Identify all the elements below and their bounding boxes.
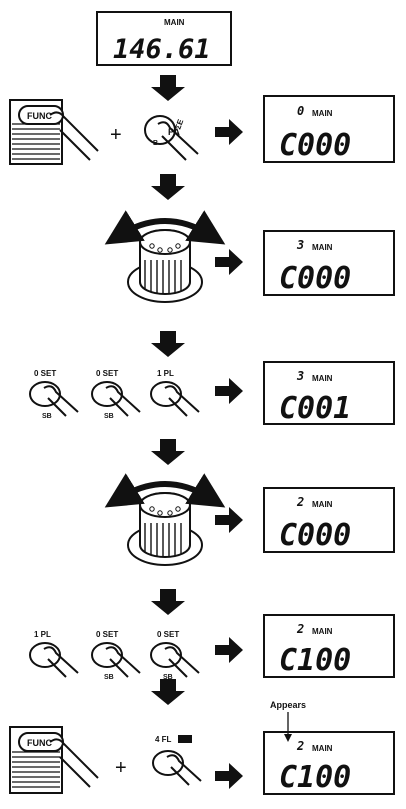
svg-text:C100: C100 — [279, 760, 351, 795]
func-key-label: FUNC — [27, 738, 52, 748]
4fl-key: 4 FL — [152, 735, 202, 786]
svg-text:0 SET: 0 SET — [96, 369, 118, 378]
display-value: 146.61 — [113, 34, 211, 65]
right-arrow — [215, 507, 243, 533]
func-key-label: FUNC — [27, 111, 52, 121]
svg-text:2: 2 — [296, 739, 304, 753]
svg-text:MAIN: MAIN — [312, 500, 333, 509]
svg-text:2: 2 — [296, 622, 304, 636]
func-key-panel: FUNC — [9, 99, 99, 165]
svg-text:0 SET: 0 SET — [157, 630, 179, 639]
down-arrow — [151, 174, 185, 200]
svg-text:MAIN: MAIN — [312, 243, 333, 252]
plus-sign: + — [115, 757, 127, 779]
pa-key-sub: B — [153, 140, 158, 147]
main-label: MAIN — [164, 18, 185, 27]
lcd-display-4: 2 MAIN C000 — [263, 487, 395, 553]
down-arrow — [151, 331, 185, 357]
appears-label: Appears — [270, 700, 306, 710]
right-arrow — [215, 378, 243, 404]
svg-text:MAIN: MAIN — [312, 374, 333, 383]
svg-text:MAIN: MAIN — [312, 744, 333, 753]
svg-text:0 SET: 0 SET — [34, 369, 56, 378]
svg-text:C000: C000 — [279, 518, 351, 553]
right-arrow — [215, 249, 243, 275]
svg-text:SB: SB — [104, 674, 114, 681]
pa-key-top: ΣΕ — [173, 117, 185, 130]
lcd-display-1: 0 MAIN C000 — [263, 95, 395, 163]
svg-text:SB: SB — [104, 413, 114, 420]
svg-text:C100: C100 — [279, 643, 351, 678]
down-arrow — [151, 589, 185, 615]
svg-text:1 PL: 1 PL — [34, 630, 51, 639]
svg-text:1 PL: 1 PL — [157, 369, 174, 378]
svg-text:C000: C000 — [279, 261, 351, 296]
svg-text:0: 0 — [297, 104, 304, 118]
svg-text:SB: SB — [163, 674, 173, 681]
top-display: MAIN 146.61 — [96, 11, 232, 66]
svg-text:2: 2 — [296, 495, 304, 509]
appears-annotation: Appears — [270, 700, 306, 742]
tuning-knob — [104, 210, 226, 303]
svg-text:C001: C001 — [279, 391, 351, 426]
key-row-step5: 1 PL 0 SET SB 0 SET SB — [29, 630, 200, 681]
lcd-display-2: 3 MAIN C000 — [263, 230, 395, 296]
pa-key: PA ΣΕ B — [144, 115, 199, 161]
right-arrow — [215, 119, 243, 145]
down-arrow — [151, 679, 185, 705]
right-arrow — [215, 763, 243, 789]
plus-sign: + — [110, 124, 122, 146]
svg-text:0 SET: 0 SET — [96, 630, 118, 639]
tuning-knob — [104, 473, 226, 566]
key-row-step3: 0 SET SB 0 SET SB 1 PL — [29, 369, 200, 420]
svg-text:3: 3 — [296, 238, 304, 252]
lcd-display-3: 3 MAIN C001 — [263, 361, 395, 426]
lcd-display-5: 2 MAIN C100 — [263, 614, 395, 678]
svg-text:3: 3 — [296, 369, 304, 383]
func-key-panel: FUNC — [9, 726, 99, 794]
lcd-display-6: 2 MAIN C100 — [263, 731, 395, 795]
svg-text:MAIN: MAIN — [312, 627, 333, 636]
down-arrow — [151, 439, 185, 465]
svg-text:SB: SB — [42, 413, 52, 420]
right-arrow — [215, 637, 243, 663]
svg-text:MAIN: MAIN — [312, 109, 333, 118]
down-arrow — [151, 75, 185, 101]
svg-text:C000: C000 — [279, 128, 351, 163]
4fl-key-label: 4 FL — [155, 735, 172, 744]
